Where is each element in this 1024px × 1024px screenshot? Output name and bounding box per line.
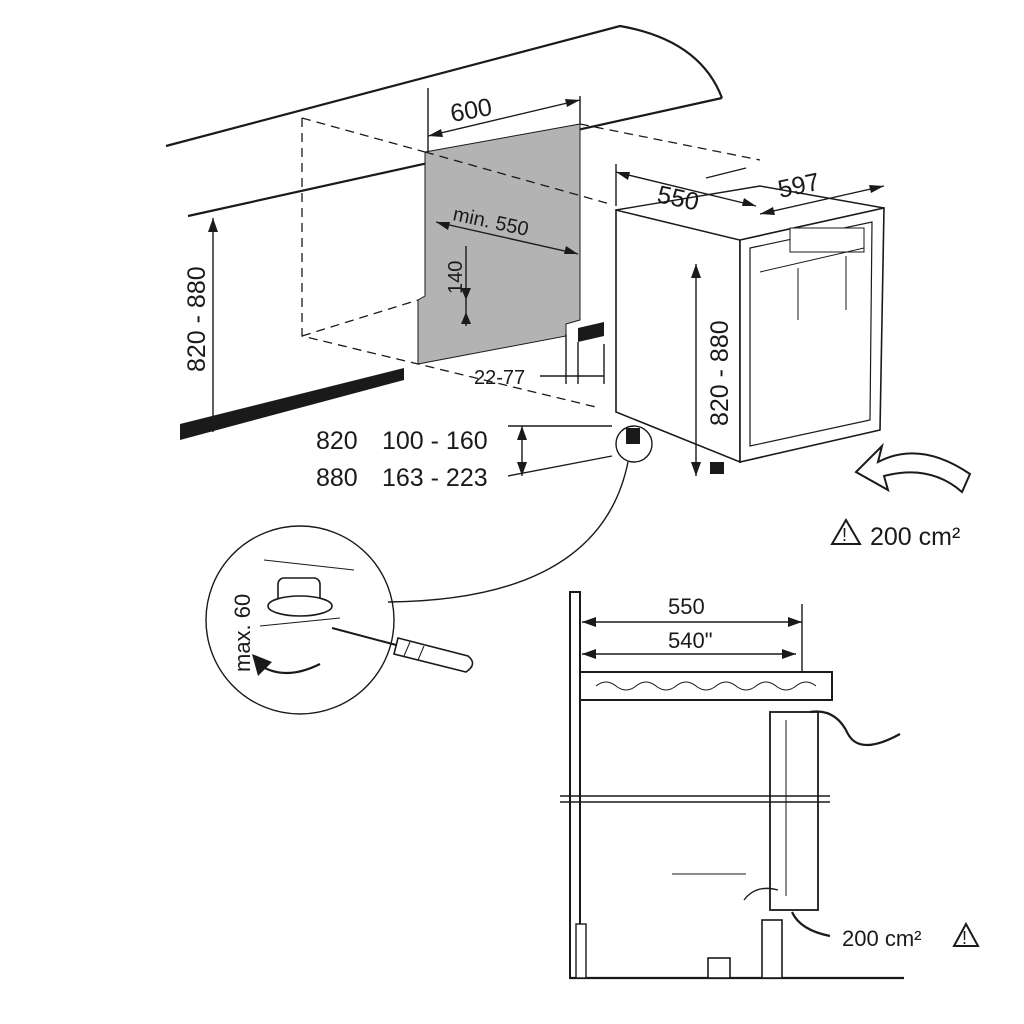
wall-plinth bbox=[575, 923, 587, 979]
worktop-section bbox=[579, 671, 833, 701]
airflow-bottom bbox=[790, 911, 831, 938]
table-row-2-range: 163 - 223 bbox=[382, 464, 488, 492]
depth-arrow-right bbox=[742, 198, 756, 206]
appliance: 550 597 820 - 880 ! 200 cm² bbox=[615, 164, 972, 551]
unit-width-line bbox=[759, 185, 885, 215]
height-140-arrow-up bbox=[461, 312, 471, 324]
depth-outer-arrow-left bbox=[582, 617, 596, 627]
warning-exclaim-bottom: ! bbox=[962, 928, 967, 948]
section-view: 550 540" 200 cm² ! bbox=[560, 591, 980, 980]
depth-arrow-left bbox=[616, 172, 630, 180]
width-arrow-right bbox=[565, 99, 580, 107]
worktop-back-edge bbox=[165, 24, 724, 148]
screwdriver-shaft bbox=[331, 627, 401, 647]
height-140-label: 140 bbox=[445, 261, 467, 294]
detail-leader bbox=[387, 461, 629, 603]
warning-exclaim-top: ! bbox=[842, 525, 847, 545]
niche-outline-left bbox=[301, 118, 601, 409]
niche-height-arrow-top bbox=[208, 218, 218, 232]
detail-line-bottom bbox=[259, 617, 341, 627]
niche-back-panel bbox=[417, 123, 581, 365]
niche-outline-front bbox=[424, 151, 611, 205]
handle-grip-1 bbox=[403, 641, 411, 657]
appliance-door bbox=[749, 221, 873, 447]
airflow-arrow bbox=[854, 442, 972, 494]
section-foot bbox=[707, 957, 731, 979]
min-depth-arrow-right bbox=[564, 246, 578, 254]
depth-dim-line bbox=[615, 171, 757, 207]
unit-height-label: 820 - 880 bbox=[706, 320, 734, 426]
foot-left bbox=[626, 428, 640, 444]
table-row-2-height: 880 bbox=[316, 464, 358, 492]
foot-base bbox=[267, 595, 333, 617]
width-marker bbox=[705, 167, 747, 179]
table-arrow-bottom bbox=[517, 462, 527, 476]
detail-circle bbox=[205, 525, 395, 715]
table-row-1-range: 100 - 160 bbox=[382, 427, 488, 455]
depth-inner-arrow-right bbox=[782, 649, 796, 659]
wall bbox=[569, 591, 581, 979]
depth-inner-label: 540" bbox=[668, 628, 713, 653]
table-row-1-height: 820 bbox=[316, 427, 358, 455]
min-depth-line bbox=[435, 221, 579, 255]
airflow-inner bbox=[743, 887, 779, 901]
niche-outline-top bbox=[301, 117, 426, 153]
shelf-line bbox=[759, 247, 865, 273]
detail-line-top bbox=[263, 559, 355, 571]
height-table: 820 100 - 160 880 163 - 223 bbox=[316, 425, 653, 492]
unit-height-arrow-bottom bbox=[691, 462, 701, 476]
wood-grain bbox=[595, 681, 817, 691]
width-arrow-left bbox=[428, 129, 443, 137]
foot-detail: max. 60 bbox=[205, 461, 629, 715]
unit-width-arrow-right bbox=[869, 185, 884, 193]
foot-max-label: max. 60 bbox=[230, 594, 255, 672]
foot-detail-marker bbox=[615, 425, 653, 463]
warning-icon-top bbox=[830, 518, 862, 545]
min-depth-arrow-left bbox=[436, 222, 450, 230]
rotation-arrowhead bbox=[252, 654, 272, 676]
warning-icon-bottom bbox=[952, 921, 980, 947]
plinth-right bbox=[578, 322, 604, 342]
appliance-door-section bbox=[769, 711, 819, 911]
airflow-top bbox=[809, 710, 901, 746]
width-dim-line bbox=[427, 99, 581, 137]
height-140-arrow bbox=[461, 288, 471, 300]
vent-area-bottom-label: 200 cm² bbox=[842, 926, 921, 951]
screwdriver-handle bbox=[393, 637, 474, 673]
niche-height-arrow-bottom bbox=[208, 418, 218, 432]
vent-area-top-label: 200 cm² bbox=[870, 523, 960, 551]
depth-inner-arrow-left bbox=[582, 649, 596, 659]
table-arrow-top bbox=[517, 426, 527, 440]
niche-height-label: 820 - 880 bbox=[183, 266, 211, 372]
control-panel bbox=[789, 227, 865, 253]
handle-grip-2 bbox=[417, 645, 425, 661]
niche-outline-right bbox=[579, 123, 761, 161]
gap-22-77-label: 22-77 bbox=[474, 367, 525, 389]
plinth-section bbox=[761, 919, 783, 979]
table-ref-line-2 bbox=[507, 455, 613, 477]
niche-outline-floor bbox=[301, 299, 419, 337]
depth-outer-arrow-right bbox=[788, 617, 802, 627]
unit-width-arrow-left bbox=[760, 207, 775, 215]
plinth-strip bbox=[180, 368, 404, 440]
niche-view: 820 - 880 600 min. 550 140 22-77 20 bbox=[165, 24, 761, 440]
unit-height-arrow-top bbox=[691, 264, 701, 278]
depth-outer-label: 550 bbox=[668, 594, 705, 619]
foot-right bbox=[710, 462, 724, 474]
